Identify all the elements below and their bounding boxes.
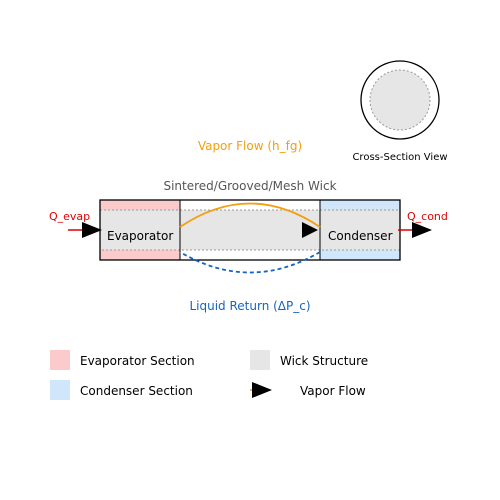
legend-label-evaporator: Evaporator Section	[80, 354, 195, 368]
legend: Evaporator Section Wick Structure Conden…	[50, 350, 368, 400]
heat-input-arrowhead	[82, 222, 102, 238]
vapor-flow-label: Vapor Flow (h_fg)	[198, 139, 302, 153]
liquid-return-path	[179, 251, 321, 274]
vapor-flow-arrowhead	[302, 222, 318, 238]
cross-section-wick	[369, 69, 431, 131]
legend-label-vapor: Vapor Flow	[300, 384, 366, 398]
q-evap-label: Q_evap	[49, 210, 90, 223]
heat-input: Q_evap	[49, 210, 102, 238]
heat-output-arrowhead	[412, 222, 432, 238]
cross-section-label: Cross-Section View	[352, 152, 447, 163]
heat-pipe	[99, 199, 401, 261]
wick-structure	[99, 209, 401, 251]
legend-swatch-evaporator	[50, 350, 70, 370]
liquid-return-label: Liquid Return (ΔP_c)	[189, 299, 310, 313]
cross-section: Cross-Section View	[352, 60, 448, 163]
legend-label-wick: Wick Structure	[280, 354, 368, 368]
legend-label-condenser: Condenser Section	[80, 384, 193, 398]
legend-vapor-arrowhead	[252, 382, 272, 398]
q-cond-label: Q_cond	[407, 210, 448, 223]
vapor-flow-path	[179, 202, 321, 228]
condenser-label: Condenser	[328, 229, 393, 243]
legend-swatch-wick	[250, 350, 270, 370]
evaporator-label: Evaporator	[107, 229, 173, 243]
heat-output: Q_cond	[398, 210, 448, 238]
wick-type-label: Sintered/Grooved/Mesh Wick	[163, 179, 336, 193]
legend-swatch-condenser	[50, 380, 70, 400]
